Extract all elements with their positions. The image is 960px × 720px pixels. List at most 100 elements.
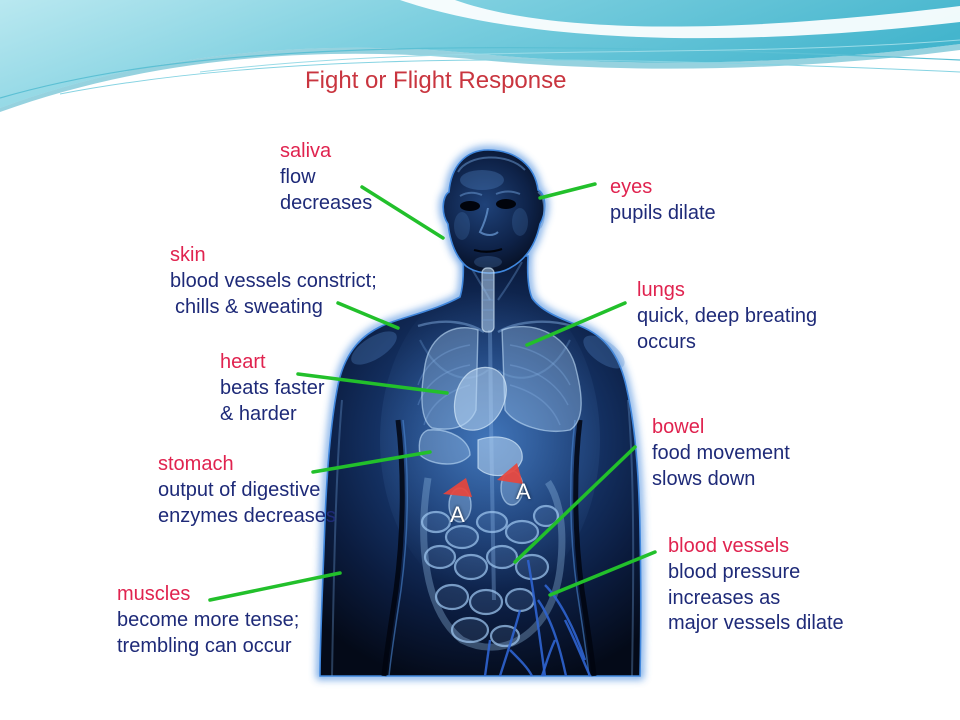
- wave-band-edge: [0, 44, 960, 112]
- label-line: output of digestive: [158, 478, 321, 501]
- vessel: [526, 559, 547, 677]
- gut-loop: [423, 544, 457, 570]
- label-line: trembling can occur: [117, 634, 292, 657]
- vessel: [563, 619, 592, 677]
- forehead-highlight: [457, 156, 526, 173]
- connector-bowel: [513, 445, 637, 564]
- label-heading: skin: [170, 244, 206, 266]
- label-heading: eyes: [610, 176, 653, 198]
- neck-muscle-line: [497, 261, 523, 301]
- label-heading: blood vessels: [668, 535, 790, 557]
- label-line: chills & sweating: [175, 295, 323, 318]
- eye-right: [496, 199, 516, 209]
- wave-line: [0, 47, 960, 99]
- label-stomach: stomach output of digestive enzymes decr…: [158, 452, 336, 529]
- gut-loop: [475, 510, 509, 534]
- cheek-right: [512, 208, 528, 236]
- trachea: [481, 267, 495, 333]
- connector-skin: [336, 301, 400, 330]
- label-heading: muscles: [117, 583, 191, 605]
- connector-heart: [296, 372, 449, 395]
- label-blood-vessels: blood vessels blood pressure increases a…: [668, 534, 844, 637]
- connector-lungs: [525, 301, 627, 347]
- label-heading: heart: [220, 351, 266, 373]
- adrenal-label-left: A: [450, 502, 465, 527]
- eye-left: [460, 201, 480, 211]
- rib: [417, 364, 471, 406]
- chest-muscle-line: [497, 339, 571, 379]
- gut-loop: [453, 553, 489, 581]
- label-line: slows down: [652, 467, 756, 490]
- label-line: enzymes decreases: [158, 504, 336, 527]
- label-line: beats faster: [220, 376, 325, 399]
- brow-left: [459, 191, 483, 197]
- liver-organ: [418, 429, 471, 465]
- connector-eyes: [538, 182, 597, 200]
- label-line: blood vessels constrict;: [170, 269, 377, 292]
- adrenal-glands: [443, 463, 523, 497]
- ear: [537, 191, 546, 229]
- trachea-organ: [481, 267, 495, 333]
- gut-loop: [532, 504, 560, 528]
- wave-highlight: [400, 0, 960, 39]
- label-line: pupils dilate: [610, 201, 716, 224]
- label-heart: heart beats faster & harder: [220, 350, 325, 427]
- adrenal-label-right: A: [516, 479, 531, 504]
- label-bowel: bowel food movement slows down: [652, 415, 790, 492]
- left-shoulder-highlight: [351, 331, 397, 365]
- gut-loop: [485, 544, 519, 570]
- left-arm-edge: [388, 419, 409, 677]
- connector-stomach: [311, 450, 432, 474]
- connector-blood-vessels: [548, 550, 657, 597]
- gut-loop: [444, 524, 480, 550]
- vessel: [537, 599, 568, 677]
- left-arm-highlight: [331, 399, 343, 677]
- gut-loop: [468, 588, 504, 616]
- label-heading: saliva: [280, 140, 332, 162]
- label-saliva: saliva flow decreases: [280, 139, 372, 216]
- lung-right: [501, 326, 582, 432]
- gut-loop: [504, 519, 540, 545]
- face-features: [454, 156, 546, 268]
- forehead-glow: [460, 170, 504, 190]
- mouth: [473, 247, 503, 253]
- left-arm-gap: [381, 419, 405, 677]
- stomach-organ: [477, 436, 523, 477]
- rib: [509, 344, 571, 386]
- header-wave-banner: [0, 0, 960, 112]
- gut-loop: [450, 616, 490, 644]
- label-muscles: muscles become more tense; trembling can…: [117, 582, 299, 659]
- adrenal-gland-left: [443, 478, 472, 497]
- label-line: & harder: [220, 402, 297, 425]
- connector-muscles: [208, 571, 342, 602]
- gut-loop: [434, 583, 470, 611]
- vessel: [509, 649, 534, 677]
- label-eyes: eyes pupils dilate: [610, 175, 716, 227]
- chin-highlight: [474, 256, 502, 268]
- right-arm-edge: [569, 419, 590, 677]
- label-line: food movement: [652, 441, 790, 464]
- right-shoulder-highlight: [583, 335, 625, 369]
- rib: [509, 364, 569, 406]
- label-line: decreases: [280, 191, 373, 214]
- label-line: blood pressure: [668, 560, 801, 583]
- vessel: [540, 639, 557, 677]
- cheek-left: [454, 212, 470, 240]
- collarbone-left: [417, 320, 485, 334]
- label-line: major vessels dilate: [668, 612, 844, 635]
- adrenal-gland-right: [497, 463, 523, 484]
- vessel: [498, 609, 522, 677]
- heart-organ: [453, 366, 507, 431]
- rib: [509, 384, 561, 426]
- label-heading: stomach: [158, 453, 234, 475]
- label-lungs: lungs quick, deep breating occurs: [637, 278, 817, 355]
- connector-lines: [208, 182, 657, 602]
- label-heading: lungs: [637, 279, 685, 301]
- right-arm-gap: [573, 419, 597, 677]
- arm-separations: [381, 419, 597, 677]
- slide-title: Fight or Flight Response: [305, 67, 567, 94]
- label-line: increases as: [668, 586, 781, 609]
- wave-line: [199, 39, 960, 73]
- rib: [417, 344, 471, 386]
